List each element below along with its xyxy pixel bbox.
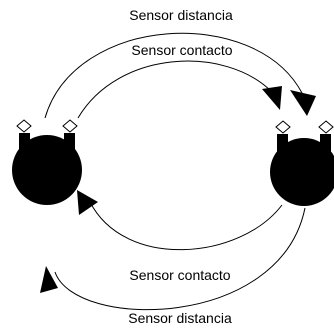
arrowhead-bottom-outer <box>40 266 58 293</box>
robot-right-sensor-post-right <box>320 134 331 156</box>
arc-bottom-inner <box>89 201 283 251</box>
arrowhead-top-inner <box>262 86 282 110</box>
robot-left <box>12 119 82 205</box>
arc-top-outer <box>44 32 303 119</box>
robot-right <box>270 120 334 206</box>
arc-top-inner <box>77 60 273 119</box>
robot-left-sensor-post-right <box>64 133 75 155</box>
label-top-inner: Sensor contacto <box>131 42 232 58</box>
label-bottom-inner: Sensor contacto <box>129 267 230 283</box>
label-bottom-outer: Sensor distancia <box>128 310 232 326</box>
arrowhead-top-outer <box>290 90 316 116</box>
robot-right-sensor-post-left <box>277 134 288 156</box>
arrowhead-bottom-inner <box>77 190 98 215</box>
robot-right-sensor-left-icon <box>275 120 291 134</box>
robot-left-sensor-left-icon <box>16 119 32 133</box>
robot-left-sensor-right-icon <box>62 119 78 133</box>
robot-left-sensor-post-left <box>19 133 30 155</box>
label-top-outer: Sensor distancia <box>129 7 233 23</box>
arc-bottom-outer <box>54 207 306 311</box>
robot-right-sensor-right-icon <box>318 120 334 134</box>
